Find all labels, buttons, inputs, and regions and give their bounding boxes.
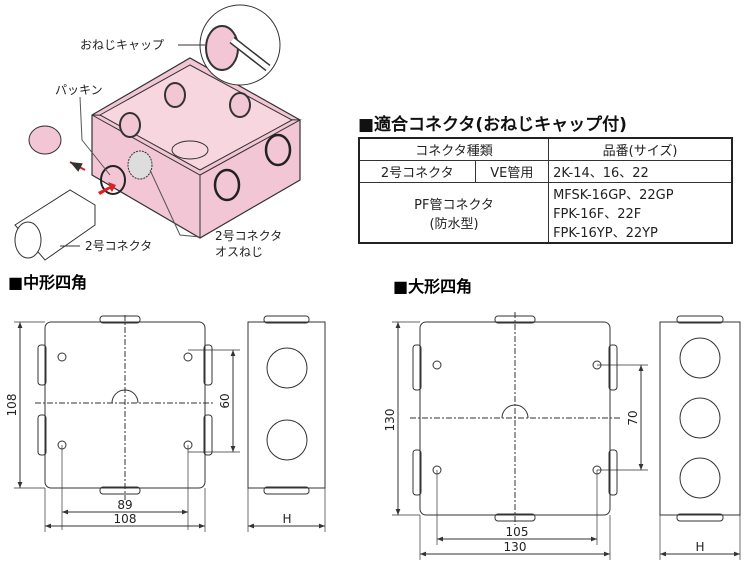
model-list: MFSK-16GP、22GP FPK-16F、22F FPK-16YP、22YP (548, 182, 733, 244)
label-packing: パッキン (55, 83, 103, 97)
medium-width-dim: 108 (114, 512, 137, 526)
connector-type-sub: (防水型) (429, 216, 479, 232)
medium-pitch-v-dim: 60 (218, 393, 232, 408)
large-side-view (659, 315, 741, 560)
large-height-dim: 130 (383, 409, 397, 432)
medium-pitch-h-dim: 89 (117, 498, 132, 512)
large-width-dim: 130 (504, 540, 527, 554)
large-title: ■大形四角 (393, 277, 472, 296)
connector-type-name: PF管コネクタ (414, 197, 494, 213)
model: MFSK-16GP、22GP (553, 188, 674, 203)
compatible-connector-table: コネクタ種類 品番(サイズ) 2号コネクタ VE管用 2K-14、16、22 P… (358, 137, 733, 244)
medium-side-view (247, 315, 326, 532)
large-front-view (392, 312, 648, 560)
header-model: 品番(サイズ) (548, 137, 733, 161)
model-list: 2K-14、16、22 (548, 160, 733, 183)
connector-use: VE管用 (474, 160, 550, 183)
label-connector: 2号コネクタ (85, 239, 152, 253)
medium-depth-dim: H (282, 512, 291, 526)
medium-height-dim: 108 (5, 394, 19, 417)
connector-table-title: ■適合コネクタ(おねじキャップ付) (358, 115, 627, 135)
connector-type: PF管コネクタ (防水型) (358, 182, 550, 244)
table-row: PF管コネクタ (防水型) MFSK-16GP、22GP FPK-16F、22F… (358, 182, 733, 244)
header-connector-type: コネクタ種類 (358, 137, 550, 161)
medium-front-view (14, 315, 240, 532)
large-pitch-v-dim: 70 (626, 410, 640, 425)
table-row: 2号コネクタ VE管用 2K-14、16、22 (358, 160, 733, 183)
model: FPK-16YP、22YP (553, 226, 658, 241)
label-connector-thread-1: 2号コネクタ (215, 229, 282, 243)
label-connector-thread-2: オスねじ (215, 245, 263, 259)
large-pitch-h-dim: 105 (506, 525, 529, 539)
junction-box-illustration (14, 4, 302, 261)
label-male-cap: おねじキャップ (80, 38, 164, 52)
medium-title: ■中形四角 (8, 273, 87, 292)
large-depth-dim: H (695, 540, 704, 554)
connector-type: 2号コネクタ (358, 160, 476, 183)
model: FPK-16F、22F (553, 207, 642, 222)
table-header-row: コネクタ種類 品番(サイズ) (358, 137, 733, 161)
